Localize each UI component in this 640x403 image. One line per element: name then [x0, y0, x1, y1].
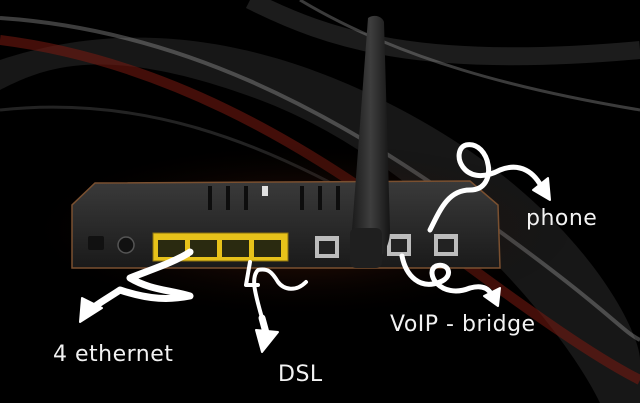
ethernet-label: 4 ethernet: [53, 342, 174, 367]
router-body: [71, 180, 501, 269]
voip-bridge-label: VoIP - bridge: [390, 312, 536, 337]
power-button: [88, 236, 104, 250]
phone-label: phone: [526, 206, 598, 231]
power-jack: [117, 236, 135, 254]
dsl-label: DSL: [278, 362, 323, 387]
ethernet-ports: [152, 232, 289, 262]
annotation-arrows: [79, 142, 551, 353]
dsl-port: [315, 236, 339, 258]
phone-ports: [387, 234, 458, 256]
antenna: [350, 15, 390, 268]
